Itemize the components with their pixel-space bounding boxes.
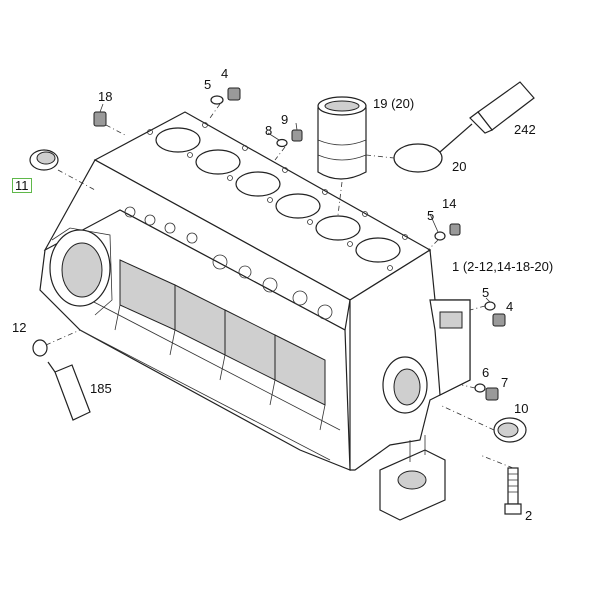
plug-part-5-14 [427, 223, 461, 251]
sealant-tube-242 [439, 81, 535, 153]
callout-5-top: 5 [204, 77, 212, 92]
plug-part-6-7 [461, 383, 499, 401]
callout-leaders [99, 103, 491, 303]
cylinder-liner [317, 96, 367, 216]
plug-part-4-5-top [209, 87, 241, 119]
callout-1: 1 (2-12,14-18-20) [452, 259, 554, 274]
callout-5-right: 5 [482, 285, 490, 300]
liner-o-ring [365, 143, 443, 173]
callout-4-top: 4 [221, 66, 229, 81]
callout-4-right: 4 [506, 299, 514, 314]
bearing-cap-bolt [479, 454, 522, 515]
callout-9: 9 [281, 112, 289, 127]
callout-19: 19 (20) [373, 96, 415, 111]
cylinder-block [39, 111, 471, 521]
callout-185: 185 [90, 381, 112, 396]
plug-part-4-5-right [469, 301, 506, 327]
seal-12-and-tube-185 [32, 329, 91, 421]
callout-242: 242 [514, 122, 536, 137]
front-seal-ring [29, 149, 96, 191]
callout-2: 2 [525, 508, 533, 523]
plug-part-18 [93, 111, 126, 136]
plug-part-8-9 [274, 129, 303, 161]
callout-14: 14 [442, 196, 457, 211]
callout-8: 8 [265, 123, 273, 138]
callout-18: 18 [98, 89, 113, 104]
rear-seal-ring [439, 404, 527, 443]
callout-10: 10 [514, 401, 529, 416]
callout-6: 6 [482, 365, 490, 380]
callout-20: 20 [452, 159, 467, 174]
callout-5-mid: 5 [427, 208, 435, 223]
callout-12: 12 [12, 320, 27, 335]
callout-11: 11 [12, 178, 32, 193]
callout-7: 7 [501, 375, 509, 390]
